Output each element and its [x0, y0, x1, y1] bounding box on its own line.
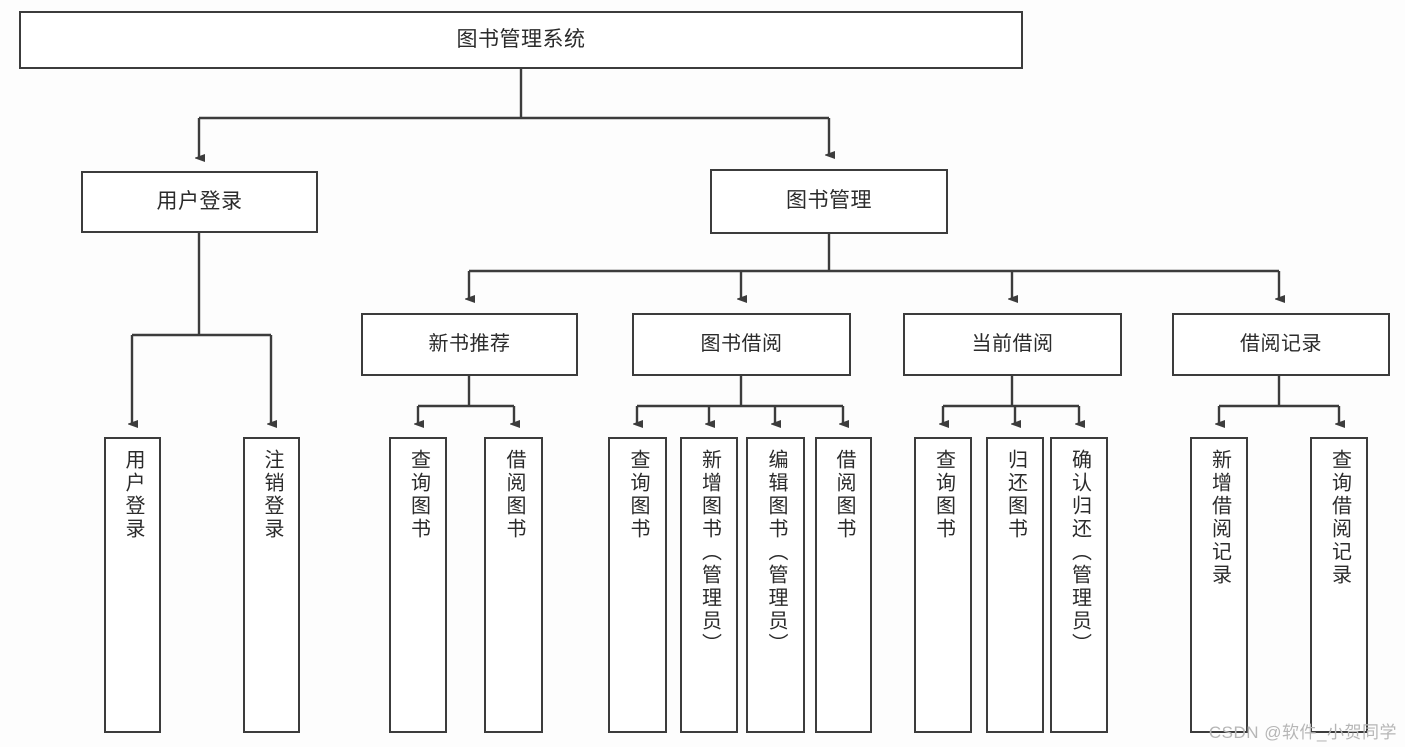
leaf-new-book-query-label: 查询图书: [407, 449, 430, 541]
node-current-borrow-label: 当前借阅: [971, 332, 1054, 355]
leaf-borrow-query-book[interactable]: 查询图书: [608, 437, 667, 733]
leaf-add-borrow-record[interactable]: 新增借阅记录: [1190, 437, 1248, 733]
node-book-borrow-label: 图书借阅: [700, 332, 783, 355]
leaf-logout[interactable]: 注销登录: [243, 437, 300, 733]
leaf-borrow-book-label: 借阅图书: [833, 449, 855, 541]
node-book-management[interactable]: 图书管理: [710, 169, 948, 234]
node-borrow-record[interactable]: 借阅记录: [1172, 313, 1390, 376]
node-current-borrow[interactable]: 当前借阅: [903, 313, 1122, 376]
node-root[interactable]: 图书管理系统: [19, 11, 1023, 69]
leaf-new-book-borrow-label: 借阅图书: [503, 449, 525, 541]
node-root-label: 图书管理系统: [456, 27, 586, 51]
node-new-book-recommend-label: 新书推荐: [428, 332, 511, 355]
node-user-login[interactable]: 用户登录: [81, 171, 318, 233]
leaf-confirm-return-admin-label: 确认归还（管理员）: [1068, 449, 1091, 656]
leaf-new-book-query[interactable]: 查询图书: [389, 437, 447, 733]
leaf-borrow-query-book-label: 查询图书: [627, 449, 649, 541]
leaf-current-query-book[interactable]: 查询图书: [914, 437, 972, 733]
leaf-add-book-admin[interactable]: 新增图书（管理员）: [680, 437, 738, 733]
leaf-current-query-book-label: 查询图书: [932, 449, 955, 541]
node-book-management-label: 图书管理: [786, 189, 872, 213]
node-new-book-recommend[interactable]: 新书推荐: [361, 313, 578, 376]
node-user-login-label: 用户登录: [156, 189, 243, 213]
leaf-user-login-label: 用户登录: [122, 449, 144, 541]
leaf-return-book-label: 归还图书: [1004, 449, 1027, 541]
node-book-borrow[interactable]: 图书借阅: [632, 313, 851, 376]
leaf-return-book[interactable]: 归还图书: [986, 437, 1044, 733]
leaf-edit-book-admin-label: 编辑图书（管理员）: [765, 449, 787, 656]
leaf-borrow-book[interactable]: 借阅图书: [815, 437, 872, 733]
leaf-confirm-return-admin[interactable]: 确认归还（管理员）: [1050, 437, 1108, 733]
leaf-user-login[interactable]: 用户登录: [104, 437, 161, 733]
leaf-add-book-admin-label: 新增图书（管理员）: [698, 449, 721, 656]
leaf-add-borrow-record-label: 新增借阅记录: [1208, 449, 1231, 587]
node-borrow-record-label: 借阅记录: [1240, 332, 1322, 355]
leaf-query-borrow-record[interactable]: 查询借阅记录: [1310, 437, 1368, 733]
leaf-logout-label: 注销登录: [261, 449, 283, 541]
leaf-new-book-borrow[interactable]: 借阅图书: [484, 437, 543, 733]
leaf-edit-book-admin[interactable]: 编辑图书（管理员）: [746, 437, 805, 733]
leaf-query-borrow-record-label: 查询借阅记录: [1328, 449, 1351, 587]
